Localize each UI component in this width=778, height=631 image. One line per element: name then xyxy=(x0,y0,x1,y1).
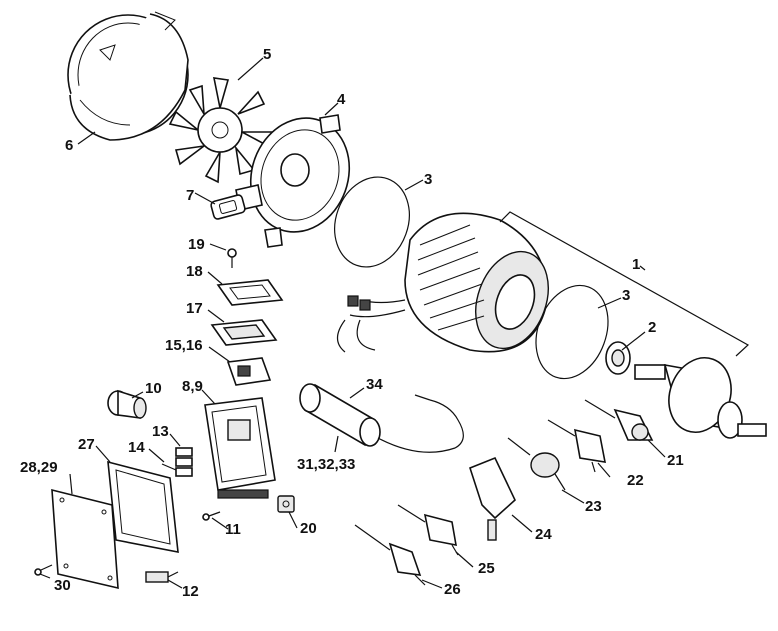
nut-20-part xyxy=(277,495,295,513)
end-shield-part xyxy=(235,114,351,248)
callout-11: 11 xyxy=(225,521,241,538)
fan-cover-part xyxy=(67,11,189,141)
plug-26-part xyxy=(354,524,426,586)
callout-8-9: 8,9 xyxy=(182,378,203,395)
callout-31-32-33: 31,32,33 xyxy=(297,456,356,473)
o-ring-upper-part xyxy=(334,176,410,268)
cover-gasket-part xyxy=(107,460,179,553)
callout-23: 23 xyxy=(585,498,602,515)
capacitor-part xyxy=(299,383,464,453)
callout-28-29: 28,29 xyxy=(20,459,58,476)
stator-wires xyxy=(336,295,406,353)
callout-27: 27 xyxy=(78,436,95,453)
assembly-bracket-1 xyxy=(499,211,750,357)
screw-30-part xyxy=(34,564,53,576)
callout-24: 24 xyxy=(535,526,552,543)
callout-3-upper: 3 xyxy=(424,171,433,188)
connector-12-part xyxy=(145,571,179,583)
callout-17: 17 xyxy=(186,300,203,317)
screw-14-part xyxy=(161,463,177,471)
plug-21-part xyxy=(584,399,654,441)
callout-3-lower: 3 xyxy=(622,287,631,304)
bearing-part xyxy=(605,341,631,375)
callout-4: 4 xyxy=(337,91,346,108)
switch-part xyxy=(226,357,272,386)
callout-18: 18 xyxy=(186,263,203,280)
callout-19: 19 xyxy=(188,236,205,253)
callout-12: 12 xyxy=(182,583,199,600)
callout-21: 21 xyxy=(667,452,684,469)
callout-34: 34 xyxy=(366,376,383,393)
callout-5: 5 xyxy=(263,46,272,63)
seal-17-part xyxy=(210,319,278,346)
plug-24-part xyxy=(469,456,516,541)
callout-26: 26 xyxy=(444,581,461,598)
callout-10: 10 xyxy=(145,380,162,397)
callout-7: 7 xyxy=(186,187,195,204)
callout-13: 13 xyxy=(152,423,169,440)
callout-14: 14 xyxy=(128,439,145,456)
plug-25-part xyxy=(397,504,459,556)
screw-19-part xyxy=(227,248,237,268)
callout-2: 2 xyxy=(648,319,657,336)
callout-22: 22 xyxy=(627,472,644,489)
stator-part xyxy=(404,212,549,353)
cable-gland-part xyxy=(107,389,147,419)
leader-lines xyxy=(39,57,666,589)
screw-11-part xyxy=(202,511,221,521)
callout-6: 6 xyxy=(65,137,74,154)
callout-30: 30 xyxy=(54,577,71,594)
callout-1: 1 xyxy=(632,256,641,273)
plug-23-part xyxy=(507,437,566,491)
rotor-part xyxy=(634,357,767,439)
plug-22-part xyxy=(547,419,607,473)
callout-20: 20 xyxy=(300,520,317,537)
gasket-part xyxy=(210,194,246,220)
cover-plate-part xyxy=(51,488,119,590)
callout-25: 25 xyxy=(478,560,495,577)
callout-15-16: 15,16 xyxy=(165,337,203,354)
seal-18-part xyxy=(216,279,284,306)
terminal-box-part xyxy=(204,397,276,499)
terminal-strip-part xyxy=(175,447,193,477)
